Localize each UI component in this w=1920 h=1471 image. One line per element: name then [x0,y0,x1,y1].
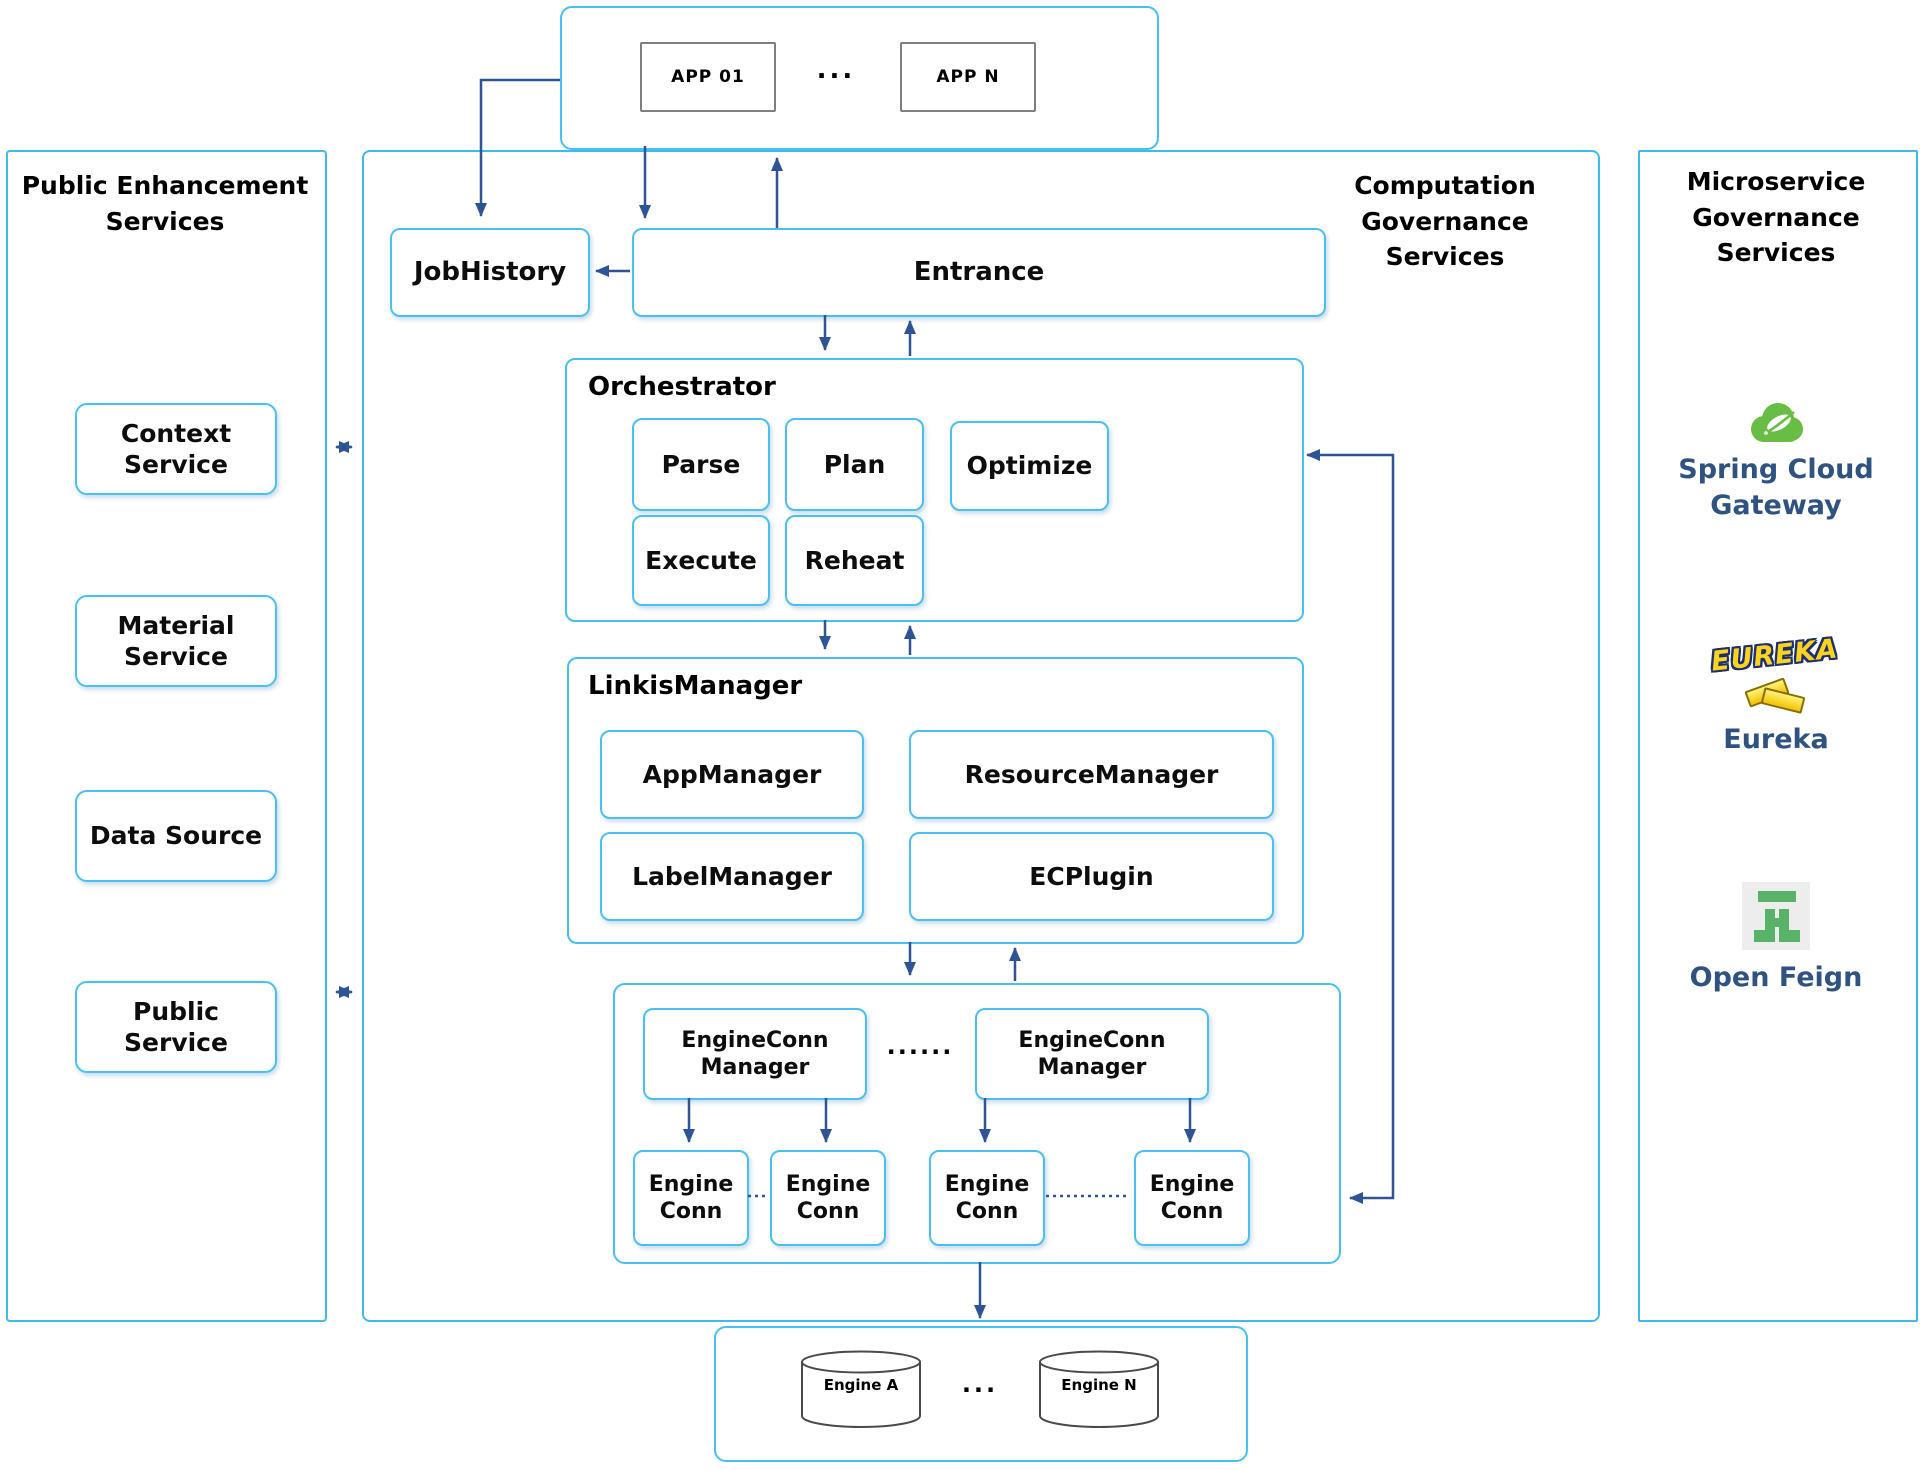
labelmanager-label: LabelManager [632,861,832,891]
engine-conn-4-box: Engine Conn [1134,1150,1250,1246]
execute-box: Execute [632,515,770,606]
plan-label: Plan [823,449,886,479]
engineconn-manager-2-label: EngineConn Manager [1018,1027,1166,1081]
engines-dots: ... [961,1370,999,1398]
orchestrator-title: Orchestrator [588,372,776,402]
public-enhancement-panel [6,150,327,1322]
app-dots: ... [816,55,856,85]
app-n-box: APP N [900,42,1036,112]
ecplugin-label: ECPlugin [1029,861,1154,891]
gold-bar-icon [1760,687,1806,714]
engine-conn-1-label: Engine Conn [648,1171,734,1225]
appmanager-label: AppManager [642,759,822,789]
app-n-label: APP N [936,67,1000,87]
resourcemanager-box: ResourceManager [909,730,1274,819]
engineconn-manager-dots: ...... [886,1032,954,1060]
parse-box: Parse [632,418,770,511]
appmanager-box: AppManager [600,730,864,819]
reheat-box: Reheat [785,515,924,606]
engine-conn-2-label: Engine Conn [785,1171,871,1225]
engine-a-cylinder: Engine A [800,1350,922,1430]
engine-a-label: Engine A [823,1376,899,1394]
optimize-box: Optimize [950,421,1109,511]
entrance-label: Entrance [913,257,1045,288]
entrance-box: Entrance [632,228,1326,317]
linkismanager-title: LinkisManager [588,671,803,701]
optimize-label: Optimize [966,451,1093,481]
jobhistory-label: JobHistory [413,257,567,288]
engineconn-manager-2-box: EngineConn Manager [975,1008,1209,1100]
eureka-icon: EUREKA [1700,633,1850,718]
data-source-box: Data Source [75,790,277,882]
spring-cloud-gateway-icon [1748,400,1806,446]
open-feign-icon [1742,882,1810,950]
jobhistory-box: JobHistory [390,228,590,317]
resourcemanager-label: ResourceManager [964,759,1219,789]
microservice-governance-title: Microservice Governance Services [1686,167,1866,267]
labelmanager-box: LabelManager [600,832,864,921]
engineconn-manager-1-label: EngineConn Manager [681,1027,829,1081]
context-service-box: Context Service [75,403,277,495]
eureka-logo-text: EUREKA [1710,633,1840,678]
engine-n-cylinder: Engine N [1038,1350,1160,1430]
engine-conn-4-label: Engine Conn [1149,1171,1235,1225]
material-service-label: Material Service [117,610,235,671]
app-01-box: APP 01 [640,42,776,112]
parse-label: Parse [661,449,741,479]
context-service-label: Context Service [120,418,232,479]
engine-conn-3-label: Engine Conn [944,1171,1030,1225]
reheat-label: Reheat [804,545,905,575]
engineconn-manager-1-box: EngineConn Manager [643,1008,867,1100]
computation-governance-title: Computation Governance Services [1354,171,1536,271]
material-service-box: Material Service [75,595,277,687]
app-01-label: APP 01 [671,67,745,87]
execute-label: Execute [645,545,757,575]
data-source-label: Data Source [89,821,263,851]
public-enhancement-title: Public Enhancement Services [21,171,309,236]
plan-box: Plan [785,418,924,511]
engine-conn-1-box: Engine Conn [633,1150,749,1246]
engine-conn-2-box: Engine Conn [770,1150,886,1246]
public-service-box: Public Service [75,981,277,1073]
ecplugin-box: ECPlugin [909,832,1274,921]
eureka-label: Eureka [1723,724,1829,755]
public-service-label: Public Service [124,996,228,1057]
open-feign-label: Open Feign [1689,962,1863,993]
microservice-governance-panel [1638,150,1918,1322]
engine-n-label: Engine N [1061,1376,1137,1394]
engine-conn-3-box: Engine Conn [929,1150,1045,1246]
spring-cloud-gateway-label: Spring Cloud Gateway [1678,454,1874,522]
